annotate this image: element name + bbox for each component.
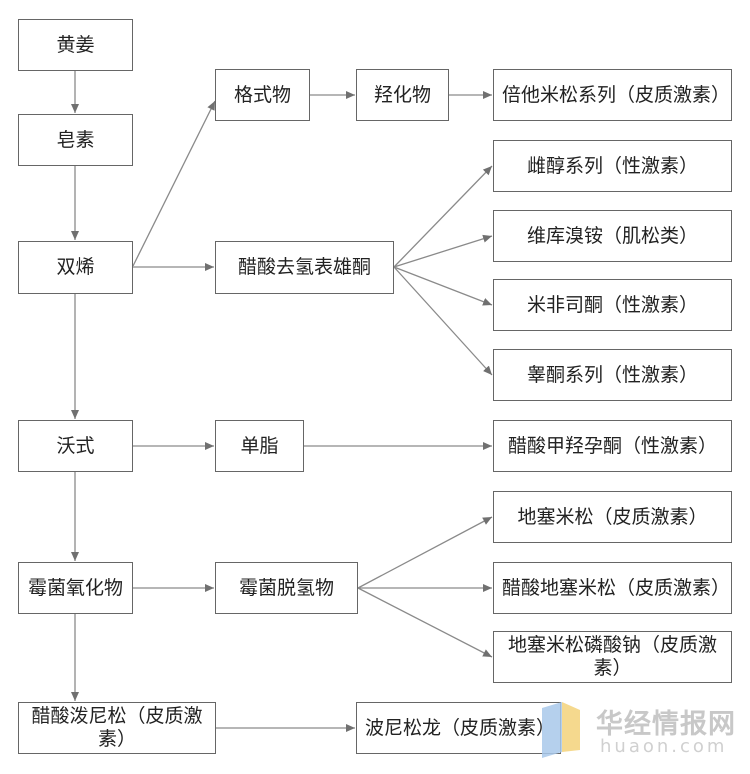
- node-cusuan-poniusong: 醋酸泼尼松（皮质激素）: [18, 702, 216, 754]
- node-cichun: 雌醇系列（性激素）: [493, 140, 732, 192]
- watermark-logo-icon: [542, 702, 580, 758]
- watermark-subtitle: huaon.com: [600, 736, 728, 757]
- arrow-quqing-cichun: [393, 165, 493, 268]
- node-geshi: 格式物: [215, 69, 310, 121]
- watermark-title: 华经情报网: [596, 709, 736, 740]
- node-danzhi: 单脂: [215, 420, 304, 472]
- node-zaosu: 皂素: [18, 114, 133, 166]
- node-qianghua: 羟化物: [356, 69, 449, 121]
- arrow-shuangxi-geshi: [132, 100, 216, 267]
- node-ponisonglong: 波尼松龙（皮质激素）: [356, 702, 561, 754]
- node-meijun-yanghua: 霉菌氧化物: [18, 562, 133, 614]
- node-weiku: 维库溴铵（肌松类）: [493, 210, 732, 262]
- node-huangjiang: 黄姜: [18, 19, 133, 71]
- node-disai: 地塞米松（皮质激素）: [493, 491, 732, 543]
- node-cusuan-quqing: 醋酸去氢表雄酮: [215, 241, 394, 294]
- node-beita: 倍他米松系列（皮质激素）: [493, 69, 732, 121]
- node-mifei: 米非司酮（性激素）: [493, 279, 732, 331]
- arrow-tuoqing-disai: [357, 516, 493, 589]
- arrow-quqing-gaotong: [393, 266, 493, 376]
- node-disai-linsuan: 地塞米松磷酸钠（皮质激素）: [493, 631, 732, 683]
- arrow-tuoqing-disai-linsuan: [357, 587, 493, 658]
- node-woshi: 沃式: [18, 420, 133, 472]
- node-meijun-tuoqing: 霉菌脱氢物: [215, 562, 358, 614]
- node-cusuan-disai: 醋酸地塞米松（皮质激素）: [493, 562, 732, 614]
- arrow-quqing-weiku: [393, 234, 493, 268]
- node-cusuan-jiaqiang: 醋酸甲羟孕酮（性激素）: [493, 420, 732, 472]
- node-gaotong: 睾酮系列（性激素）: [493, 349, 732, 401]
- node-shuangxi: 双烯: [18, 241, 133, 294]
- arrow-quqing-mifei: [393, 266, 493, 306]
